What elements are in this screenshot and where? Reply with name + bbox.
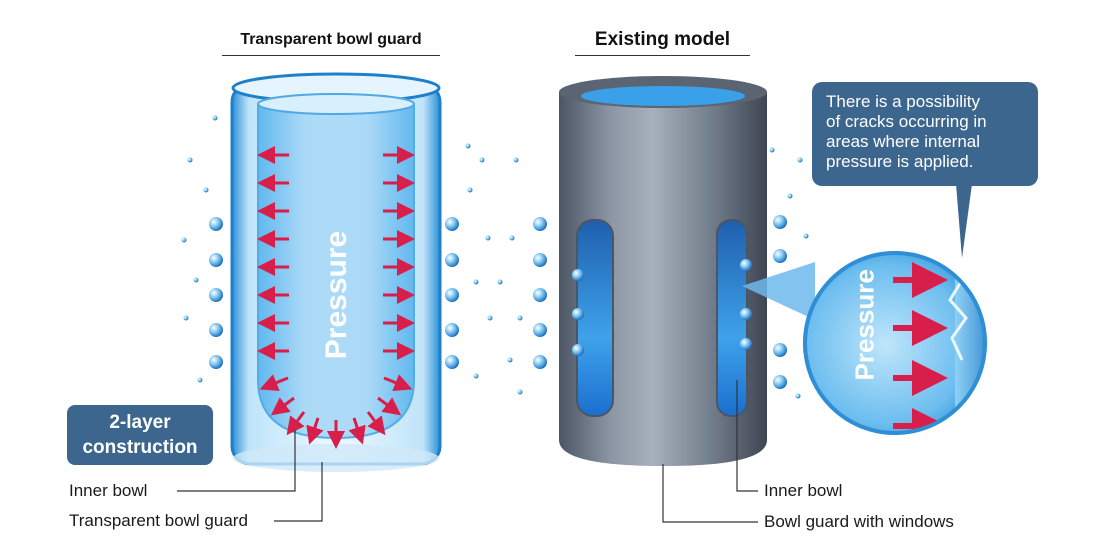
label-transparent-bowl-guard: Transparent bowl guard <box>69 511 248 530</box>
pressure-label-zoom: Pressure <box>849 269 880 381</box>
leader-lines <box>177 380 758 523</box>
badge-line-1: 2-layer <box>109 412 171 433</box>
water-droplets-right <box>497 147 809 399</box>
zoom-pointer <box>742 262 815 320</box>
two-layer-badge: 2-layer construction <box>67 405 213 465</box>
header-transparent-bowl-guard: Transparent bowl guard <box>240 31 422 48</box>
metal-bowl-guard <box>559 76 767 466</box>
label-bowl-guard-with-windows: Bowl guard with windows <box>764 512 954 531</box>
callout-line-4: pressure is applied. <box>826 152 974 171</box>
callout-line-3: areas where internal <box>826 132 981 151</box>
zoom-circle <box>803 251 987 435</box>
callout-line-1: There is a possibility <box>826 92 981 111</box>
callout-line-2: of cracks occurring in <box>826 112 987 131</box>
crack-warning-callout: There is a possibility of cracks occurri… <box>812 82 1038 186</box>
callout-tail <box>956 184 972 258</box>
label-inner-bowl-right: Inner bowl <box>764 481 843 500</box>
header-underline-left <box>222 55 440 56</box>
badge-line-2: construction <box>82 437 198 458</box>
header-existing-model: Existing model <box>594 29 731 50</box>
water-droplets-left <box>181 115 493 383</box>
pressure-label-left: Pressure <box>320 230 353 360</box>
header-underline-right <box>575 55 750 56</box>
label-inner-bowl-left: Inner bowl <box>69 481 148 500</box>
pressure-arrows-left <box>257 146 415 449</box>
